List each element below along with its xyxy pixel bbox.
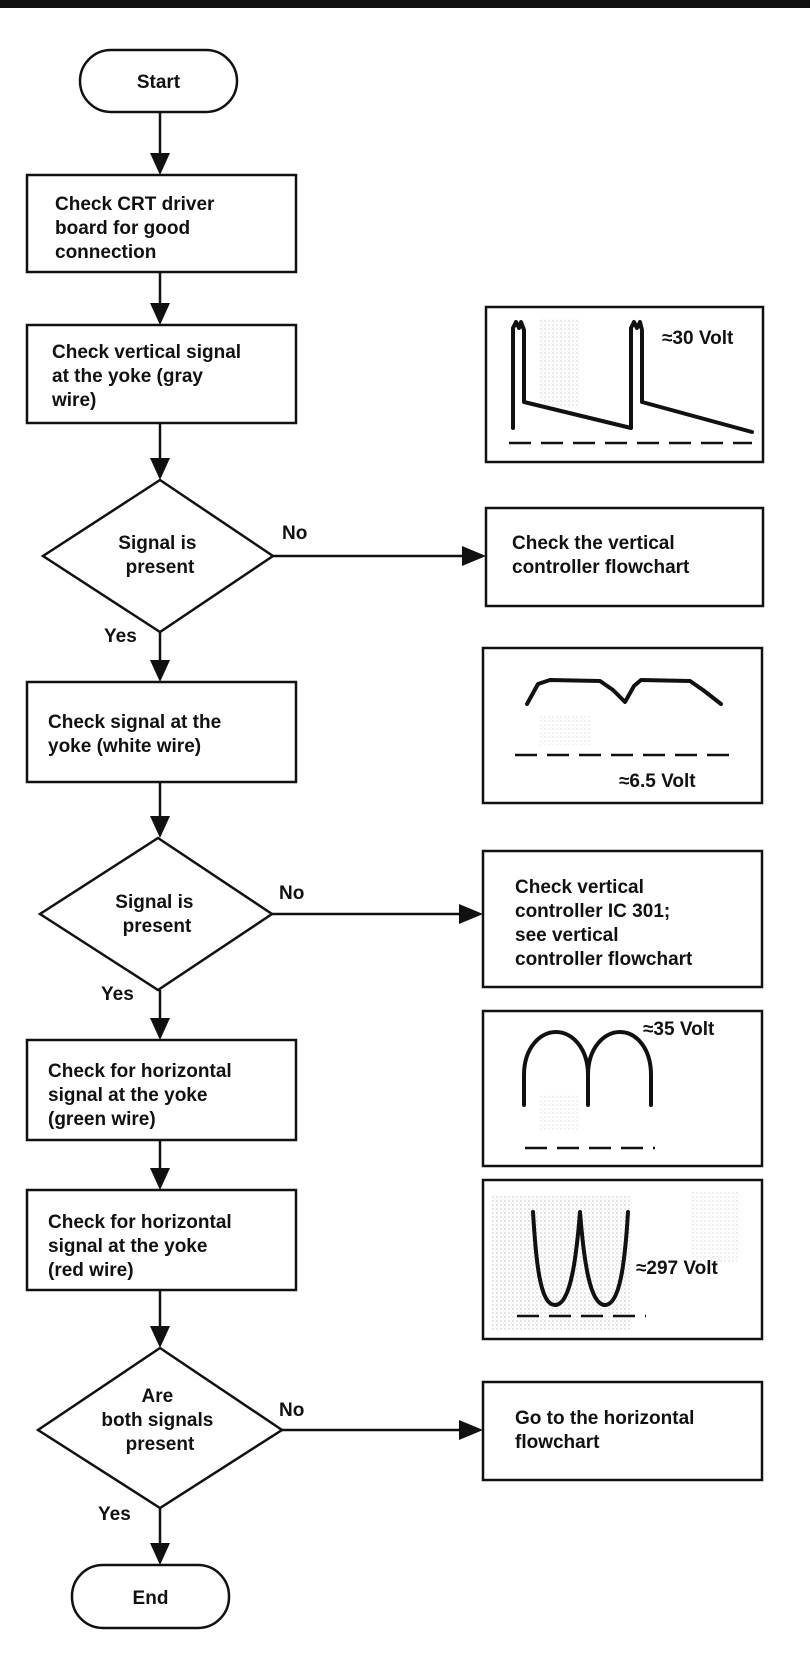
step-check-green-line: signal at the yoke <box>48 1085 207 1106</box>
step-check-red-line: signal at the yoke <box>48 1236 207 1257</box>
decision-signal-present-1: Signal is present <box>40 478 276 634</box>
main-connectors <box>150 112 486 1565</box>
outcome-ic301-line: controller IC 301; <box>515 901 670 922</box>
decision-3-line: present <box>126 1434 195 1455</box>
arrowhead <box>150 1326 170 1348</box>
edge-label-no: No <box>282 523 307 544</box>
step-check-white-line: yoke (white wire) <box>48 736 201 757</box>
edge-label-yes: Yes <box>104 626 137 647</box>
step-check-vertical: Check vertical signal at the yoke (gray … <box>25 323 298 425</box>
svg-text:Check signal at the yoke: Check signal at the yoke (white wire) <box>48 712 226 757</box>
waveform-gray-trace <box>511 320 754 434</box>
svg-text:Signal is present: Signal is present <box>115 892 198 937</box>
step-check-red-line: (red wire) <box>48 1260 134 1281</box>
waveform-gray-stipple <box>540 318 580 408</box>
outcome-vertical-flowchart-line: controller flowchart <box>512 557 690 578</box>
waveform-white-wire: ≈6.5 Volt <box>481 646 764 805</box>
arrowhead <box>459 904 483 924</box>
step-check-crt-line: board for good <box>55 218 190 239</box>
step-check-crt-line: connection <box>55 242 156 263</box>
decision-3-line: both signals <box>101 1410 213 1431</box>
decision-both-signals-present: Are both signals present <box>35 1346 285 1510</box>
outcome-ic301-line: controller flowchart <box>515 949 693 970</box>
step-check-red: Check for horizontal signal at the yoke … <box>25 1188 298 1292</box>
svg-text:Are both signals p: Are both signals present <box>101 1386 218 1455</box>
waveform-gray-label: ≈30 Volt <box>662 328 734 349</box>
arrowhead <box>150 816 170 838</box>
waveform-white-stipple <box>540 715 590 745</box>
step-check-green-line: (green wire) <box>48 1109 156 1130</box>
start-terminal: Start <box>78 48 239 114</box>
decision-3-line: Are <box>142 1386 174 1407</box>
arrowhead <box>459 1420 483 1440</box>
step-check-crt: Check CRT driver board for good connecti… <box>25 173 298 274</box>
step-check-red-line: Check for horizontal <box>48 1212 232 1233</box>
outcome-ic301-line: see vertical <box>515 925 619 946</box>
step-check-crt-line: Check CRT driver <box>55 194 215 215</box>
end-terminal: End <box>70 1563 231 1630</box>
svg-text:Go to the horizontal flo: Go to the horizontal flowchart <box>515 1408 700 1453</box>
decision-2-line: present <box>123 916 192 937</box>
arrowhead <box>150 1168 170 1190</box>
waveform-red-stipple-right <box>690 1192 740 1262</box>
start-label: Start <box>137 72 181 93</box>
svg-text:Check vertical signal at: Check vertical signal at the yoke (gray … <box>51 342 246 411</box>
step-check-vertical-line: at the yoke (gray <box>52 366 203 387</box>
outcome-vertical-flowchart-line: Check the vertical <box>512 533 675 554</box>
waveform-green-label: ≈35 Volt <box>643 1019 715 1040</box>
arrowhead <box>150 1543 170 1565</box>
waveform-red-wire: ≈297 Volt <box>481 1178 764 1341</box>
arrowhead <box>462 546 486 566</box>
waveform-red-label: ≈297 Volt <box>636 1258 719 1279</box>
edge-label-yes: Yes <box>101 984 134 1005</box>
outcome-horizontal-flowchart-line: Go to the horizontal <box>515 1408 694 1429</box>
outcome-horizontal-flowchart-line: flowchart <box>515 1432 600 1453</box>
top-rule <box>0 0 810 8</box>
svg-text:Check for horizontal sig: Check for horizontal signal at the yoke … <box>48 1212 237 1281</box>
decision-2-line: Signal is <box>115 892 193 913</box>
arrowhead <box>150 660 170 682</box>
step-check-green-line: Check for horizontal <box>48 1061 232 1082</box>
edge-label-no: No <box>279 883 304 904</box>
svg-text:Check the vertical contr: Check the vertical controller flowchart <box>512 533 690 578</box>
edge-label-no: No <box>279 1400 304 1421</box>
waveform-white-label: ≈6.5 Volt <box>619 771 696 792</box>
step-check-vertical-line: Check vertical signal <box>52 342 241 363</box>
svg-text:Check CRT driver board f: Check CRT driver board for good connecti… <box>55 194 220 263</box>
decision-1-line: Signal is <box>118 533 196 554</box>
step-check-green: Check for horizontal signal at the yoke … <box>25 1038 298 1142</box>
step-check-white-line: Check signal at the <box>48 712 221 733</box>
waveform-green-wire: ≈35 Volt <box>481 1009 764 1168</box>
step-check-vertical-line: wire) <box>51 390 96 411</box>
arrowhead <box>150 458 170 480</box>
outcome-horizontal-flowchart: Go to the horizontal flowchart <box>481 1380 764 1482</box>
svg-text:Signal is present: Signal is present <box>118 533 201 578</box>
end-label: End <box>133 1588 169 1609</box>
waveform-green-stipple <box>540 1095 580 1130</box>
waveform-gray-wire: ≈30 Volt <box>484 305 765 464</box>
step-check-white: Check signal at the yoke (white wire) <box>25 680 298 784</box>
waveform-green-trace <box>522 1030 653 1107</box>
outcome-ic301-line: Check vertical <box>515 877 644 898</box>
waveform-red-trace <box>531 1210 630 1307</box>
waveform-red-stipple-left <box>492 1195 632 1330</box>
svg-text:Check for horizontal sig: Check for horizontal signal at the yoke … <box>48 1061 237 1130</box>
edge-label-yes: Yes <box>98 1504 131 1525</box>
decision-1-line: present <box>126 557 195 578</box>
outcome-ic301: Check vertical controller IC 301; see ve… <box>481 849 764 989</box>
arrowhead <box>150 303 170 325</box>
arrowhead <box>150 153 170 175</box>
arrowhead <box>150 1018 170 1040</box>
svg-text:Check vertical controlle: Check vertical controller IC 301; see ve… <box>515 877 693 970</box>
waveform-white-trace <box>525 678 723 706</box>
decision-signal-present-2: Signal is present <box>37 836 275 992</box>
outcome-vertical-flowchart: Check the vertical controller flowchart <box>484 506 765 608</box>
